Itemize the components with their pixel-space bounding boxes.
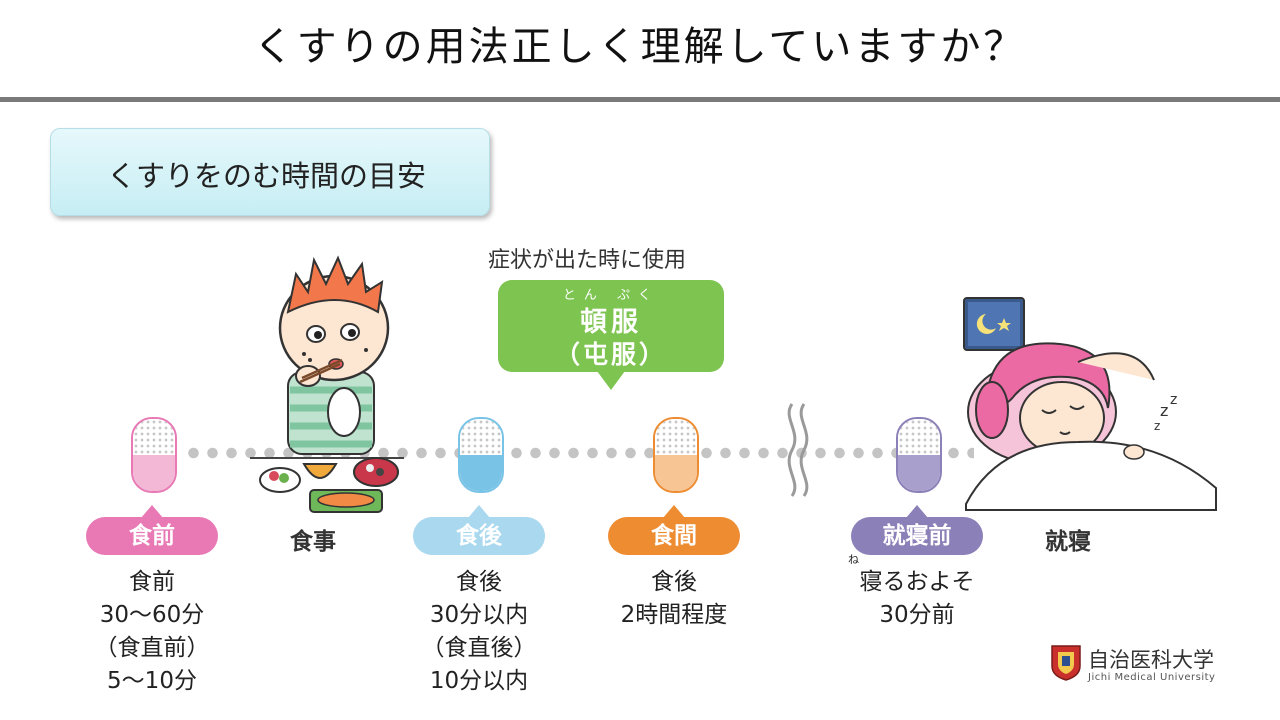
timeline-dotted-line	[184, 446, 974, 460]
desc-before-bed-line: 寝るおよそ	[859, 569, 975, 595]
symptom-note: 症状が出た時に使用	[488, 248, 687, 273]
title-divider	[0, 97, 1280, 102]
desc-after-meal-line: 食後	[456, 569, 502, 595]
capsule-after-meal-icon	[458, 417, 504, 493]
desc-before-bed-ruby: ね	[848, 553, 859, 566]
desc-between-meals: 食後 2時間程度	[584, 566, 764, 632]
university-name-en: Jichi Medical University	[1088, 672, 1216, 683]
desc-before-meal-line: 30〜60分	[99, 602, 205, 628]
tag-after-meal: 食後	[413, 505, 545, 555]
desc-before-meal: 食前 30〜60分 （食直前） 5〜10分	[62, 566, 242, 698]
desc-before-meal-line: 5〜10分	[107, 668, 197, 694]
desc-before-meal-line: 食前	[129, 569, 175, 595]
university-logo: 自治医科大学 Jichi Medical University	[1050, 642, 1220, 688]
desc-after-meal-line: 30分以内	[429, 602, 529, 628]
desc-before-meal-line: （食直前）	[94, 635, 210, 661]
desc-after-meal-line: 10分以内	[429, 668, 529, 694]
page-title: くすりの用法正しく理解していますか？	[253, 24, 1027, 70]
desc-before-bed-line: 30分前	[879, 602, 955, 628]
university-name: 自治医科大学	[1088, 648, 1214, 672]
desc-between-meals-line: 食後	[651, 569, 697, 595]
capsule-before-bed-icon	[896, 417, 942, 493]
svg-text:z: z	[1154, 419, 1160, 433]
svg-text:z: z	[1170, 392, 1177, 408]
tonpuku-term: 頓服	[580, 307, 642, 338]
boy-eating-illustration	[250, 255, 404, 513]
capsule-before-meal-icon	[131, 417, 177, 493]
label-meal: 食事	[290, 529, 336, 555]
time-gap-squiggle-icon	[787, 403, 809, 497]
capsule-between-meals-icon	[653, 417, 699, 493]
university-emblem-icon	[1051, 645, 1081, 681]
tonpuku-ruby: とん ぷく	[562, 288, 660, 303]
tag-before-meal: 食前	[86, 505, 218, 555]
label-sleep: 就寝	[1045, 529, 1091, 555]
desc-after-meal-line: （食直後）	[421, 635, 537, 661]
tonpuku-alt-term: （屯服）	[554, 340, 667, 369]
girl-sleeping-illustration: z z z	[963, 297, 1217, 511]
tag-before-bed: 就寝前	[851, 505, 983, 555]
tonpuku-callout: とん ぷく 頓服 （屯服）	[498, 280, 724, 390]
section-heading: くすりをのむ時間の目安	[107, 159, 427, 193]
desc-after-meal: 食後 30分以内 （食直後） 10分以内	[389, 566, 569, 698]
svg-text:z: z	[1160, 401, 1168, 420]
desc-before-bed: ね 寝るおよそ 30分前	[822, 554, 1012, 632]
desc-between-meals-line: 2時間程度	[620, 602, 728, 628]
tag-between-meals: 食間	[608, 505, 740, 555]
section-heading-box: くすりをのむ時間の目安	[50, 128, 490, 216]
